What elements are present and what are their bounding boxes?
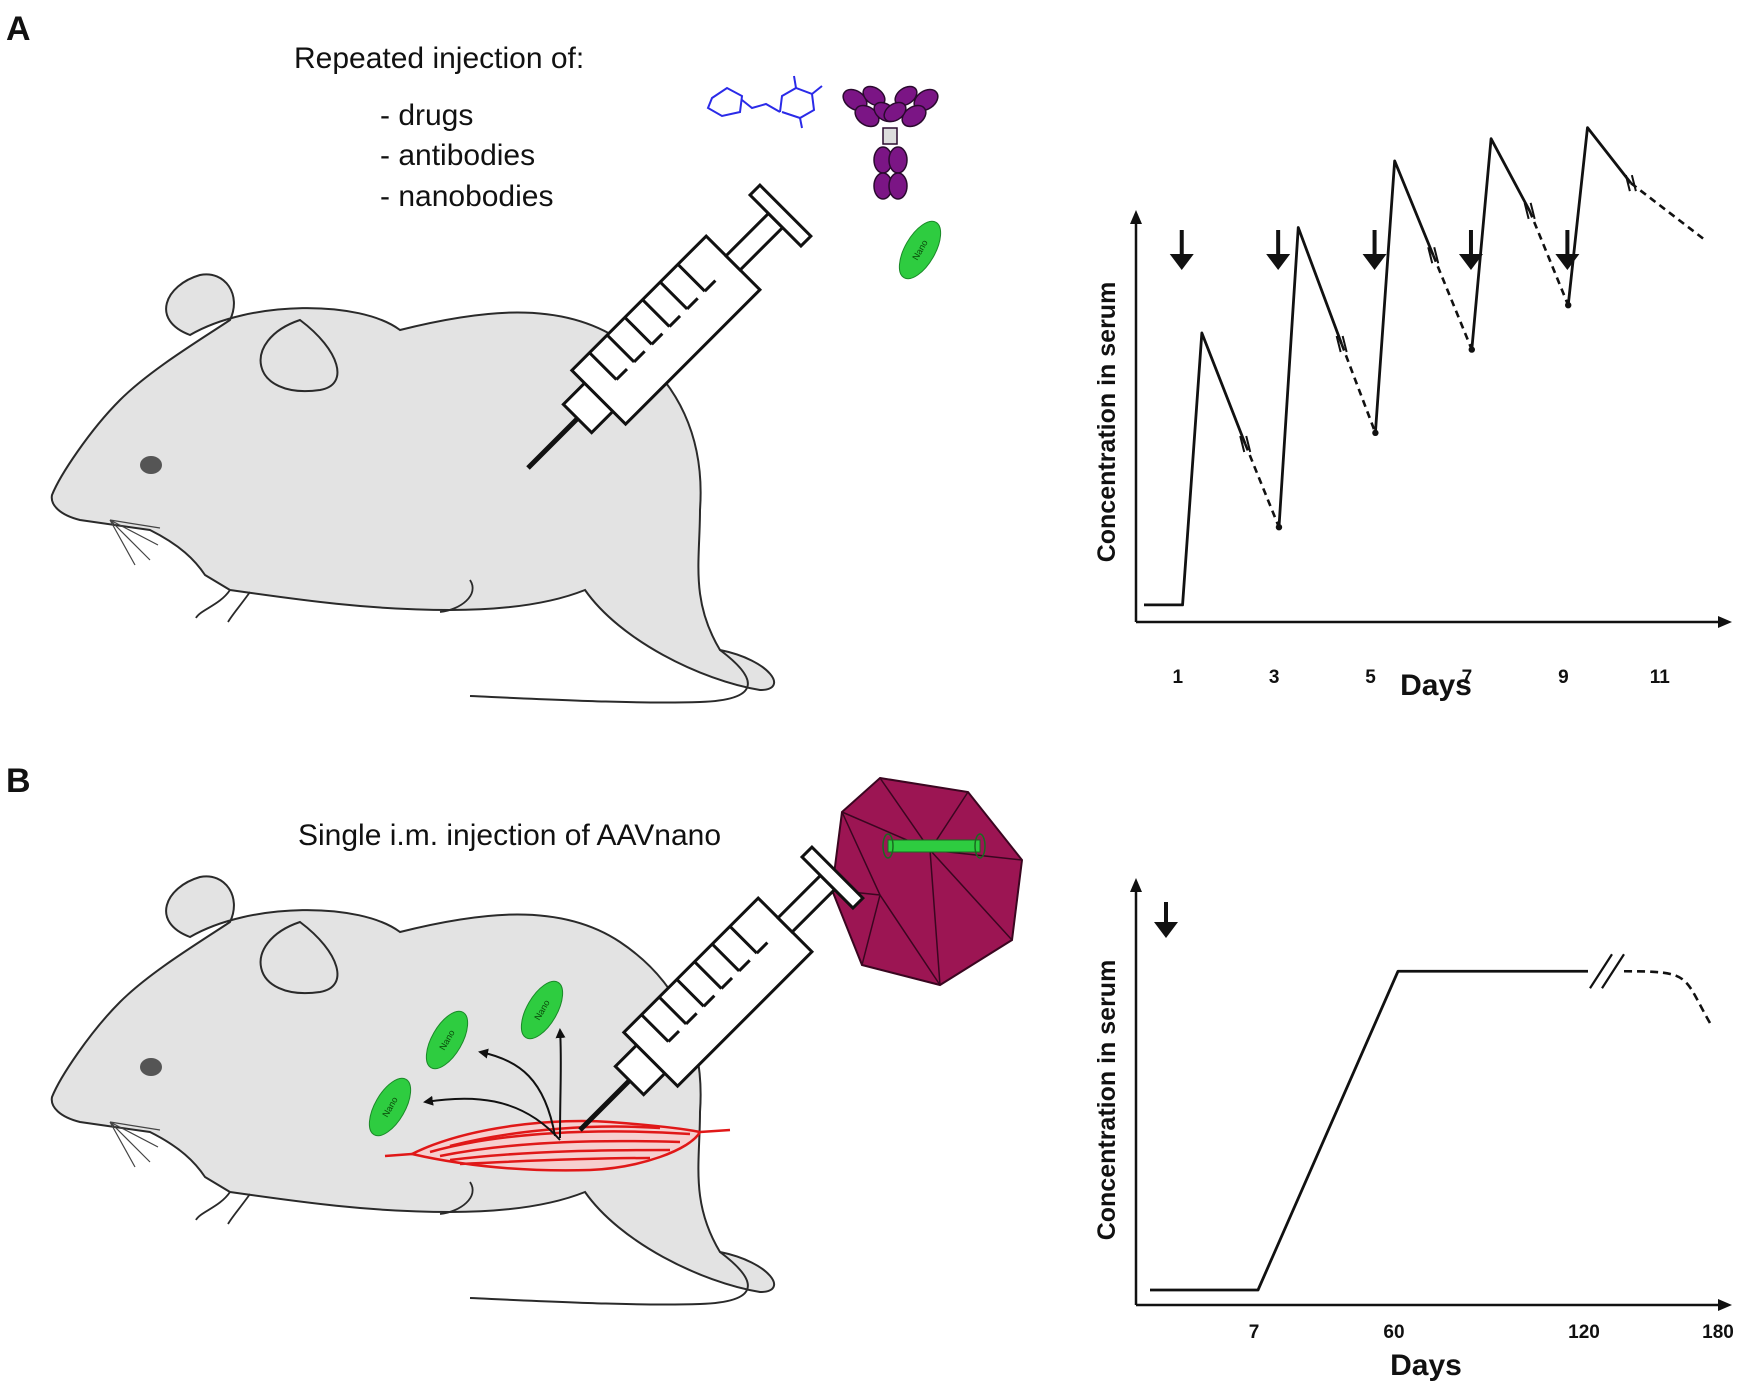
x-axis-label: Days <box>1390 1349 1462 1382</box>
dashed-series-line <box>1528 210 1570 306</box>
antibody-icon <box>842 85 939 200</box>
arrow-down-icon <box>1362 254 1387 270</box>
break-mark <box>1335 335 1348 353</box>
x-axis-arrowhead <box>1718 616 1732 628</box>
dashed-series-line <box>1630 182 1704 240</box>
y-axis-arrowhead <box>1130 878 1142 892</box>
break-mark <box>1624 174 1637 192</box>
series-line <box>1144 331 1247 607</box>
x-axis-label: Days <box>1400 669 1472 702</box>
x-tick-label: 11 <box>1650 667 1671 688</box>
panel-a-caption: Repeated injection of: <box>294 42 584 75</box>
syringe-icon <box>526 183 813 470</box>
dashed-series-line <box>1340 343 1377 434</box>
aav-capsid-icon <box>830 776 1024 987</box>
y-axis-label: Concentration in serum <box>1093 960 1121 1241</box>
dashed-series-line <box>1623 969 1714 1028</box>
dashed-series-line <box>1244 443 1281 528</box>
series-line <box>1150 969 1588 1292</box>
panel-a-letter: A <box>6 10 31 48</box>
x-tick-label: 60 <box>1383 1322 1404 1343</box>
x-tick-label: 7 <box>1249 1322 1260 1343</box>
y-axis-label: Concentration in serum <box>1093 282 1121 563</box>
series-line <box>1566 126 1632 306</box>
x-tick-label: 3 <box>1269 667 1280 688</box>
x-tick-label: 9 <box>1558 667 1569 688</box>
mouse-eye <box>140 456 162 474</box>
dashed-series-line <box>1432 254 1473 351</box>
syringe-icon <box>578 845 865 1132</box>
x-tick-label: 5 <box>1365 667 1376 688</box>
mouse-illustration <box>50 875 775 1306</box>
nanobody-icon: Nano <box>520 980 564 1040</box>
arrow-down-icon <box>1154 922 1178 938</box>
series-line <box>1373 159 1435 433</box>
muscle-icon <box>384 1119 731 1172</box>
mouse-eye <box>140 1058 162 1076</box>
arrow-down-icon <box>1266 254 1291 270</box>
x-tick-label: 120 <box>1568 1322 1600 1343</box>
series-line <box>1277 226 1343 528</box>
x-tick-label: 1 <box>1172 667 1183 688</box>
x-axis-arrowhead <box>1718 1299 1732 1311</box>
trough-point <box>1565 302 1572 309</box>
trough-point <box>1372 429 1379 437</box>
nanobody-icon: Nano <box>425 1010 469 1070</box>
break-mark <box>1589 953 1625 989</box>
arrow-down-icon <box>1555 254 1580 270</box>
drug-molecule-icon <box>706 75 823 129</box>
x-tick-label: 180 <box>1702 1322 1734 1343</box>
arrow-down-icon <box>1169 254 1194 270</box>
list-item-nanobodies: - nanobodies <box>380 180 553 213</box>
arrow-down-icon <box>1458 254 1483 270</box>
secretion-arrows <box>423 1028 566 1141</box>
break-mark <box>1427 247 1440 264</box>
break-mark <box>1523 202 1536 220</box>
x-tick-label: 7 <box>1462 667 1473 688</box>
nanobody-icon: Nano <box>368 1077 412 1137</box>
break-mark <box>1239 435 1252 453</box>
panel-b-letter: B <box>6 762 31 800</box>
list-item-antibodies: - antibodies <box>380 139 535 172</box>
list-item-drugs: - drugs <box>380 99 473 132</box>
y-axis-arrowhead <box>1130 210 1142 224</box>
trough-point <box>1468 346 1475 353</box>
series-line <box>1470 137 1531 350</box>
panel-b-caption: Single i.m. injection of AAVnano <box>298 819 721 852</box>
trough-point <box>1275 524 1283 531</box>
nanobody-icon: Nano <box>898 220 942 280</box>
